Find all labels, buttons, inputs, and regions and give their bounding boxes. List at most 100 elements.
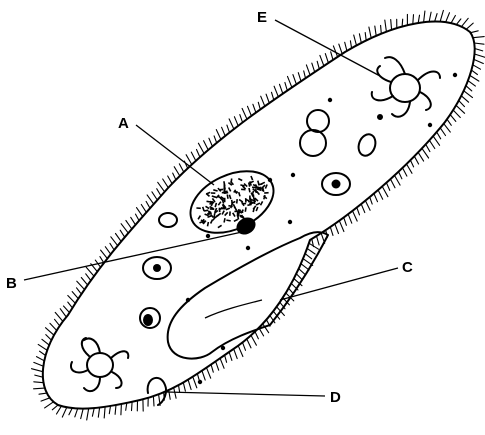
cilium (186, 155, 192, 165)
cilium (121, 224, 128, 233)
cilium (132, 402, 133, 411)
cilium (72, 292, 78, 299)
cilium (444, 124, 451, 133)
cilium (242, 108, 247, 119)
cilium (77, 288, 82, 294)
macronucleus-granule (253, 208, 254, 212)
cilium (325, 54, 328, 63)
label-c: C (402, 259, 413, 276)
cilium (369, 27, 371, 38)
cilium (344, 217, 347, 225)
cilium (225, 355, 227, 362)
cilium (214, 136, 217, 143)
cilium (121, 404, 122, 415)
cilium (191, 152, 196, 161)
cilium (339, 221, 344, 232)
cilium (320, 55, 324, 66)
cilium (146, 201, 150, 208)
cilium (473, 37, 484, 38)
cilium (222, 127, 226, 136)
cilium (357, 207, 360, 215)
cilium (418, 152, 424, 161)
cilium (466, 86, 472, 91)
cilium (418, 15, 419, 23)
cilium (375, 26, 376, 36)
cilium (46, 328, 55, 336)
cilium (298, 73, 301, 82)
cilium (471, 70, 477, 74)
cilium (120, 230, 125, 237)
cilium (211, 365, 213, 373)
cilium (461, 96, 468, 103)
cilium (365, 201, 370, 211)
cilium (293, 75, 297, 85)
cilium (280, 84, 283, 93)
cilium (317, 236, 320, 245)
cilium (468, 81, 476, 87)
cilium (234, 349, 238, 359)
food-vacuoles (140, 73, 457, 384)
cilium (197, 150, 200, 158)
cilium (34, 382, 44, 383)
cilium (38, 344, 47, 350)
cilium (136, 214, 140, 221)
cilium (385, 20, 387, 32)
macronucleus-granule (207, 201, 211, 202)
cilium (429, 12, 431, 22)
cilium (345, 42, 347, 51)
cilium (365, 33, 366, 41)
cilium (350, 41, 351, 48)
cilium (335, 224, 339, 234)
cilium (168, 176, 172, 184)
cilium (183, 383, 185, 392)
contractile-vacuole-upper (372, 57, 440, 117)
cilium (459, 101, 465, 107)
cilium (174, 167, 180, 176)
label-a: A (118, 115, 129, 132)
cilium (378, 190, 383, 199)
cilium (75, 409, 78, 417)
cilium (424, 11, 425, 22)
oral-groove-inner (205, 300, 262, 318)
cilium (104, 407, 105, 418)
cilium (179, 385, 180, 392)
cilium (157, 189, 161, 196)
cilium (115, 405, 116, 414)
cilium (475, 49, 483, 51)
cilium (37, 357, 45, 361)
cilium (386, 183, 389, 191)
cilium (163, 179, 169, 188)
cilium (179, 164, 184, 172)
cilium (348, 214, 352, 223)
cilium (131, 217, 136, 224)
cilium (32, 369, 43, 372)
cilium (353, 211, 358, 221)
cilium (272, 92, 274, 100)
cilium (216, 130, 221, 140)
cilium (285, 83, 287, 91)
label-b: B (6, 275, 17, 292)
cilium (126, 221, 132, 229)
macronucleus-granule (250, 199, 254, 200)
cilium (198, 143, 204, 153)
cilium (81, 278, 87, 286)
cilium (39, 393, 47, 394)
cilium (110, 243, 114, 250)
cilium (305, 254, 312, 259)
cilium (464, 91, 473, 98)
label-d: D (330, 389, 341, 406)
cilium (403, 168, 407, 176)
cilium (470, 75, 479, 81)
macronucleus-granule (240, 185, 244, 186)
cilium (359, 34, 361, 43)
macronucleus-granule (227, 195, 228, 199)
cilium (35, 375, 43, 377)
cilium (450, 115, 456, 122)
cilium (86, 267, 94, 276)
macronucleus-granule (247, 204, 251, 205)
macronucleus-granule (237, 199, 238, 203)
cilium (98, 408, 99, 418)
cilium (247, 339, 251, 348)
cilium (306, 65, 310, 75)
